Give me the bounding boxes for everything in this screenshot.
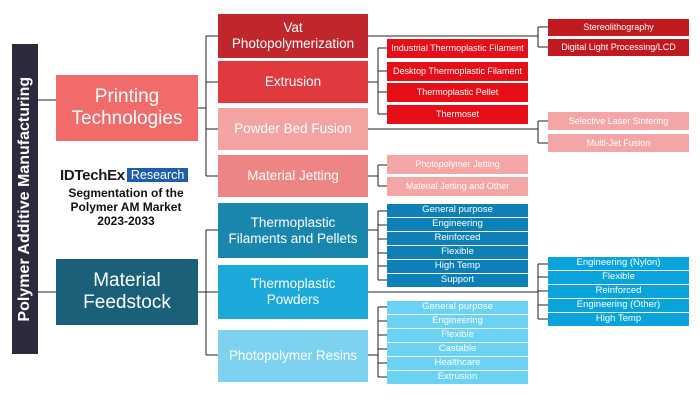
leaf-label: Reinforced [595, 285, 642, 297]
leaf-powder-high-temp: High Temp [548, 313, 689, 326]
filaments-label-line-1: Thermoplastic [250, 214, 336, 230]
leaf-label: Industrial Thermoplastic Filament [391, 43, 524, 54]
leaf-label: Engineering [432, 218, 483, 230]
leaf-jetting-other: Material Jetting and Other [387, 177, 528, 196]
leaf-label: Stereolithography [583, 22, 654, 33]
logo-subtitle-line-1: Segmentation of the [68, 186, 184, 200]
leaf-filament-engineering: Engineering [387, 218, 528, 231]
root-label: Polymer Additive Manufacturing [15, 76, 33, 322]
resins-label: Photopolymer Resins [228, 348, 358, 364]
filaments-label-line-2: Filaments and Pellets [228, 230, 358, 246]
leaf-filament-support: Support [387, 274, 528, 287]
logo-subtitle-line-2: Polymer AM Market [70, 199, 182, 214]
leaf-industrial-filament: Industrial Thermoplastic Filament [387, 39, 528, 58]
powder-bed-label: Powder Bed Fusion [234, 121, 352, 137]
logo-research-tag: Research [126, 168, 189, 182]
powder-bed-fusion-node: Powder Bed Fusion [218, 108, 368, 150]
leaf-powder-engineering-other: Engineering (Other) [548, 299, 689, 312]
leaf-thermoplastic-pellet: Thermoplastic Pellet [387, 83, 528, 102]
leaf-label: Engineering [432, 315, 483, 327]
leaf-powder-reinforced: Reinforced [548, 285, 689, 298]
leaf-label: General purpose [422, 301, 493, 313]
leaf-thermoset: Thermoset [387, 105, 528, 124]
vat-photopolymerization-node: Vat Photopolymerization [218, 14, 368, 58]
leaf-label: Flexible [441, 246, 474, 258]
printing-label-line-1: Printing [94, 86, 160, 108]
leaf-label: Material Jetting and Other [405, 181, 510, 192]
powders-label-line-1: Thermoplastic [250, 276, 336, 292]
printing-technologies-node: Printing Technologies [56, 75, 198, 141]
leaf-resin-castable: Castable [387, 343, 528, 356]
logo-subtitle: Segmentation of the Polymer AM Market 20… [60, 186, 192, 228]
leaf-resin-engineering: Engineering [387, 315, 528, 328]
leaf-label: Engineering (Other) [576, 299, 661, 311]
root-node: Polymer Additive Manufacturing [12, 44, 38, 354]
leaf-resin-healthcare: Healthcare [387, 357, 528, 370]
photopolymer-resins-node: Photopolymer Resins [218, 330, 368, 382]
leaf-dlp-lcd: Digital Light Processing/LCD [548, 39, 689, 56]
leaf-photopolymer-jetting: Photopolymer Jetting [387, 155, 528, 174]
leaf-label: Multi-Jet Fusion [586, 137, 651, 148]
leaf-resin-general: General purpose [387, 301, 528, 314]
leaf-label: Engineering (Nylon) [576, 257, 661, 269]
thermoplastic-filaments-node: Thermoplastic Filaments and Pellets [218, 203, 368, 258]
leaf-stereolithography: Stereolithography [548, 19, 689, 36]
leaf-label: Support [440, 274, 475, 286]
leaf-sls: Selective Laser Sintering [548, 112, 689, 130]
leaf-label: Flexible [602, 271, 635, 283]
leaf-label: Desktop Thermoplastic Filament [393, 66, 522, 77]
leaf-label: Healthcare [434, 357, 481, 369]
leaf-label: General purpose [422, 204, 493, 216]
vat-label-line-1: Vat [283, 20, 303, 36]
leaf-label: Thermoplastic Pellet [416, 87, 499, 98]
leaf-label: Thermoset [435, 109, 479, 120]
leaf-label: Photopolymer Jetting [415, 159, 500, 170]
leaf-filament-reinforced: Reinforced [387, 232, 528, 245]
leaf-label: Digital Light Processing/LCD [561, 42, 676, 53]
jetting-label: Material Jetting [247, 168, 339, 184]
leaf-label: High Temp [595, 313, 642, 325]
leaf-filament-general: General purpose [387, 204, 528, 217]
leaf-label: Selective Laser Sintering [568, 115, 669, 126]
thermoplastic-powders-node: Thermoplastic Powders [218, 265, 368, 319]
feedstock-label-line-2: Feedstock [83, 292, 171, 313]
leaf-label: Reinforced [434, 232, 481, 244]
leaf-label: Castable [438, 343, 477, 355]
logo-subtitle-line-3: 2023-2033 [97, 213, 155, 228]
leaf-powder-nylon: Engineering (Nylon) [548, 257, 689, 270]
leaf-powder-flexible: Flexible [548, 271, 689, 284]
powders-label-line-2: Powders [266, 292, 320, 307]
leaf-desktop-filament: Desktop Thermoplastic Filament [387, 62, 528, 81]
leaf-label: Extrusion [437, 371, 478, 383]
extrusion-node: Extrusion [218, 61, 368, 103]
leaf-resin-extrusion: Extrusion [387, 371, 528, 384]
leaf-mjf: Multi-Jet Fusion [548, 134, 689, 152]
leaf-label: Flexible [441, 329, 474, 341]
feedstock-label-line-1: Material [93, 270, 161, 292]
extrusion-label: Extrusion [264, 74, 322, 90]
material-feedstock-node: Material Feedstock [56, 259, 198, 325]
logo-brand: IDTechEx [60, 167, 125, 184]
printing-label-line-2: Technologies [71, 108, 183, 129]
leaf-filament-high-temp: High Temp [387, 260, 528, 273]
leaf-resin-flexible: Flexible [387, 329, 528, 342]
vat-label-line-2: Photopolymerization [231, 36, 355, 51]
material-jetting-node: Material Jetting [218, 155, 368, 197]
leaf-filament-flexible: Flexible [387, 246, 528, 259]
leaf-label: High Temp [434, 260, 481, 272]
